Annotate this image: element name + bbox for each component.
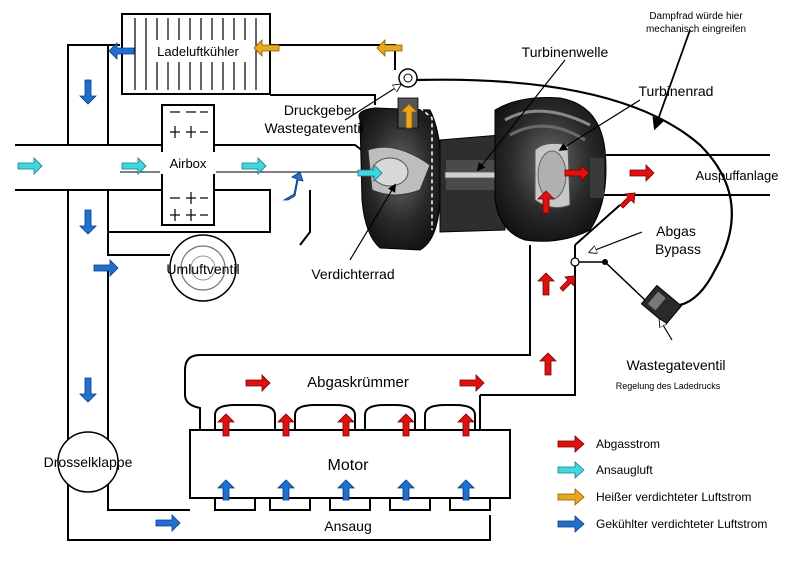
callouts (344, 29, 691, 341)
turbocharger (358, 68, 607, 251)
labels: Turbinenwelle Turbinenrad Druckgeber Was… (264, 11, 778, 391)
manifold-label: Abgaskrümmer (307, 374, 409, 391)
legend-item-cooled-air: Gekühlter verdichteter Luftstrom (557, 515, 767, 533)
exhaust-system-label: Auspuffanlage (696, 168, 779, 183)
legend-label: Abgasstrom (596, 437, 660, 451)
wastegate-actuator (570, 257, 683, 326)
exhaust-arrows (217, 164, 655, 437)
intercooler-label: Ladeluftkühler (157, 44, 239, 59)
blow-off-valve-label: Umluftventil (166, 261, 239, 277)
boost-control-label: Regelung des Ladedrucks (616, 381, 721, 391)
blow-off-valve: Umluftventil (166, 234, 240, 302)
turbine-wheel-label: Turbinenrad (639, 83, 714, 99)
throttle-label: Drosselklappe (44, 454, 133, 470)
wastegate-valve-label: Wastegateventil (626, 357, 725, 373)
pressure-sensor-label-1: Druckgeber (284, 102, 357, 118)
exhaust-manifold: Abgaskrümmer (184, 374, 481, 430)
airbox-label: Airbox (170, 156, 207, 171)
compressor-wheel-label: Verdichterrad (311, 266, 394, 282)
throttle-valve: Drosselklappe (44, 431, 133, 493)
engine-label: Motor (328, 457, 370, 474)
bypass-label-2: Bypass (655, 241, 701, 257)
legend-label: Ansaugluft (596, 463, 653, 477)
bypass-label-1: Abgas (656, 223, 696, 239)
pressure-sensor-label-2: Wastegateventil (264, 120, 363, 136)
intake-arrows (17, 157, 383, 182)
cooled-air-arrows (79, 42, 475, 532)
intake-label: Ansaug (324, 518, 371, 534)
legend: Abgasstrom Ansaugluft Heißer verdichtete… (557, 435, 767, 533)
airbox: Airbox (160, 104, 216, 226)
legend-item-hot-air: Heißer verdichteter Luftstrom (557, 488, 751, 506)
turbine-shaft-label: Turbinenwelle (522, 44, 609, 60)
steam-wheel-note-2: mechanisch eingreifen (646, 24, 746, 35)
pipe-network (15, 44, 770, 541)
legend-label: Gekühlter verdichteter Luftstrom (596, 517, 767, 531)
legend-item-exhaust: Abgasstrom (557, 435, 660, 453)
intercooler: Ladeluftkühler (121, 13, 271, 95)
hot-air-arrows (253, 39, 418, 129)
steam-wheel-note-1: Dampfrad würde hier (649, 11, 743, 22)
legend-item-intake: Ansaugluft (557, 461, 653, 479)
intake-manifold: Ansaug (214, 498, 491, 534)
legend-label: Heißer verdichteter Luftstrom (596, 490, 751, 504)
